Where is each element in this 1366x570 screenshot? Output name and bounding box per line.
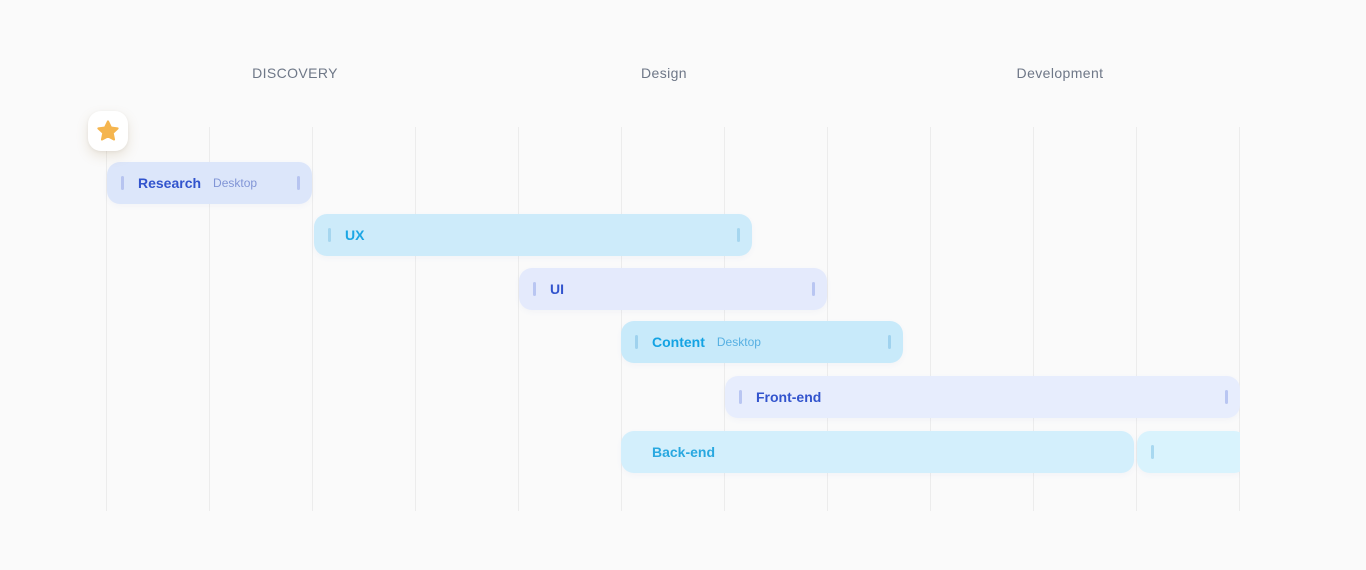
gridline xyxy=(312,127,313,511)
phase-label-discovery: DISCOVERY xyxy=(252,65,338,81)
gridline xyxy=(209,127,210,511)
gridline xyxy=(1136,127,1137,511)
drag-handle-left[interactable] xyxy=(635,335,638,349)
task-name: Content xyxy=(652,334,705,350)
drag-handle-right[interactable] xyxy=(737,228,740,242)
gridline xyxy=(1239,127,1240,511)
gridline xyxy=(1033,127,1034,511)
drag-handle-right[interactable] xyxy=(297,176,300,190)
task-tag: Desktop xyxy=(213,176,258,190)
task-name: Back-end xyxy=(652,444,716,460)
star-icon xyxy=(95,118,121,144)
task-bar-research[interactable]: Research Desktop xyxy=(107,162,312,204)
task-bar-back-end[interactable]: Back-end xyxy=(621,431,1134,473)
drag-handle-left[interactable] xyxy=(1151,445,1154,459)
drag-handle-right[interactable] xyxy=(888,335,891,349)
gridline xyxy=(415,127,416,511)
gridline xyxy=(724,127,725,511)
gridline xyxy=(827,127,828,511)
task-name: UI xyxy=(550,281,564,297)
task-bar-ui[interactable]: UI xyxy=(519,268,827,310)
gridline xyxy=(621,127,622,511)
task-name: Research xyxy=(138,175,202,191)
task-name: Front-end xyxy=(756,389,822,405)
gridline xyxy=(518,127,519,511)
task-bar-front-end[interactable]: Front-end xyxy=(725,376,1240,418)
drag-handle-right[interactable] xyxy=(812,282,815,296)
task-bar-content[interactable]: Content Desktop xyxy=(621,321,903,363)
phase-label-design: Design xyxy=(641,65,687,81)
task-bar-unnamed[interactable] xyxy=(1137,431,1240,473)
task-name: UX xyxy=(345,227,365,243)
drag-handle-left[interactable] xyxy=(533,282,536,296)
task-tag: Desktop xyxy=(716,335,761,349)
phase-label-development: Development xyxy=(1016,65,1104,81)
gridline xyxy=(106,127,107,511)
drag-handle-left[interactable] xyxy=(121,176,124,190)
drag-handle-right[interactable] xyxy=(1225,390,1228,404)
drag-handle-left[interactable] xyxy=(739,390,742,404)
milestone-badge[interactable] xyxy=(88,111,128,151)
task-bar-ux[interactable]: UX xyxy=(314,214,752,256)
drag-handle-left[interactable] xyxy=(328,228,331,242)
gridline xyxy=(930,127,931,511)
